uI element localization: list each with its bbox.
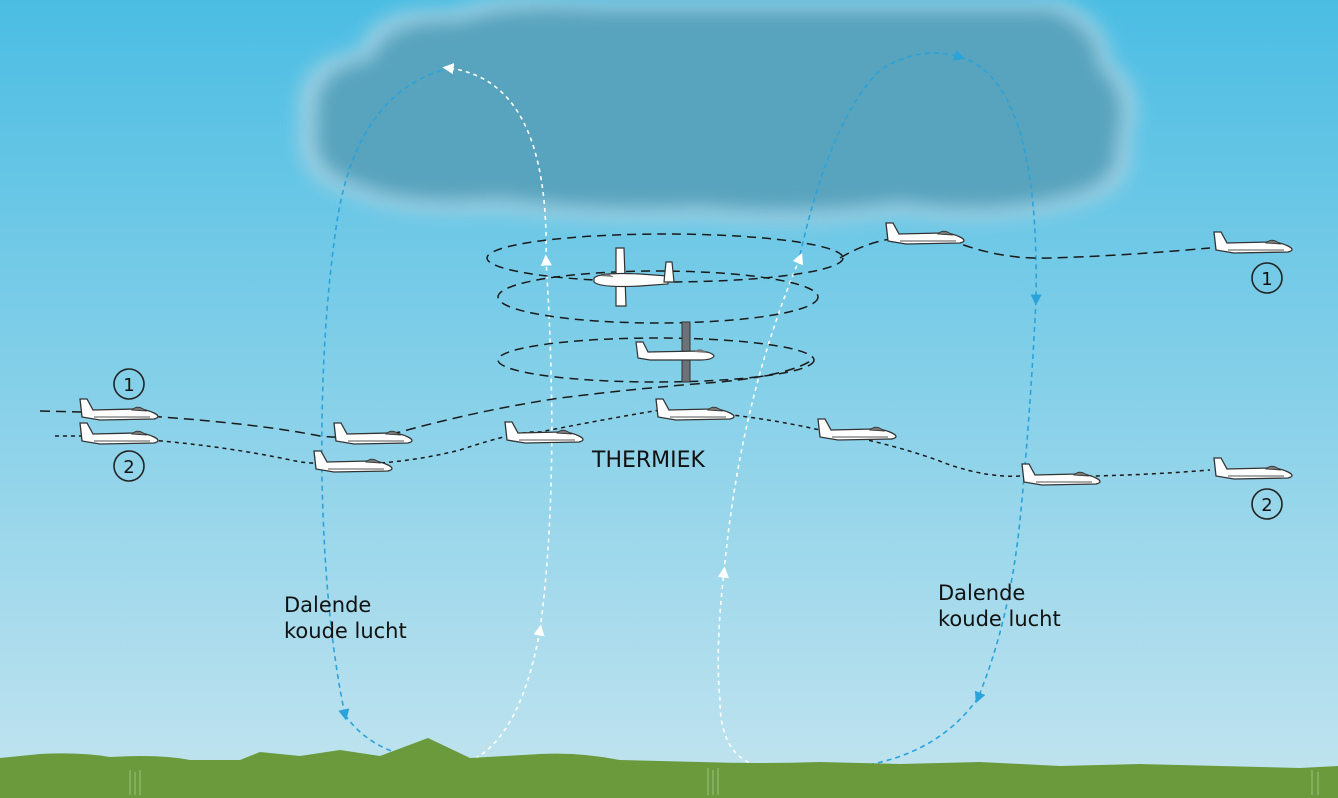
route-2-track [55, 409, 1211, 478]
route-marker-1-left: 1 [113, 368, 145, 400]
ground [0, 738, 1338, 798]
sink-left-label-line2: koude lucht [284, 619, 407, 643]
warm-air-right-floor [717, 566, 781, 769]
warm-air-left-rise-low [467, 624, 545, 763]
thermal-label: THERMIEK [591, 448, 706, 473]
warm-air-left-rise-high [539, 254, 553, 631]
cumulus-cloud [298, 0, 1137, 224]
cold-air-right-floor [779, 697, 979, 771]
svg-text:2: 2 [1261, 495, 1272, 516]
cold-air-right-descent [959, 56, 1042, 306]
warm-air-flow [442, 63, 803, 769]
sink-left-label-line1: Dalende [284, 593, 371, 617]
route-marker-2-right: 2 [1251, 488, 1283, 520]
sink-right-label-line2: koude lucht [938, 607, 1061, 631]
route-marker-1-right: 1 [1251, 262, 1283, 294]
svg-text:1: 1 [123, 375, 134, 396]
svg-text:1: 1 [1261, 269, 1272, 290]
cold-air-right-lower [974, 299, 1037, 704]
route-marker-2-left: 2 [113, 450, 145, 482]
warm-air-left-top [442, 63, 547, 261]
cold-air-left-descent [321, 67, 451, 721]
sink-right-label-line1: Dalende [938, 581, 1025, 605]
glider-circling-lower [635, 321, 715, 383]
glider-circling-upper [593, 247, 675, 307]
cold-air-right-top [799, 50, 966, 256]
warm-air-right-rise [723, 252, 803, 573]
svg-text:2: 2 [123, 457, 134, 478]
